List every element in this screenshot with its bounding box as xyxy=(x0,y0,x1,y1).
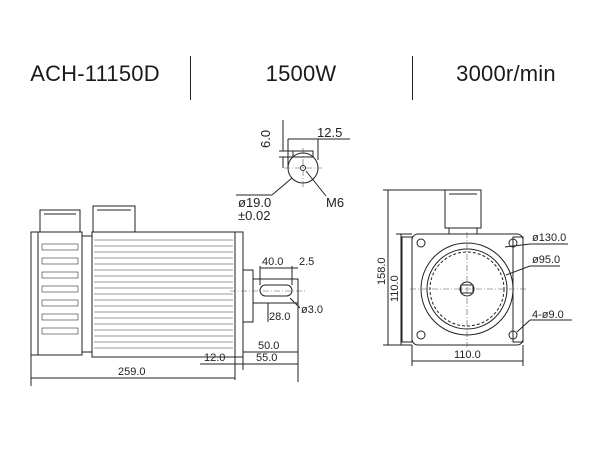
encoder-connector xyxy=(39,209,81,233)
spigot xyxy=(242,269,254,323)
square-flange xyxy=(411,233,524,346)
dim-shaft-length: 50.0 xyxy=(258,340,279,352)
dim-extension: 55.0 xyxy=(256,352,277,364)
rear-cover-slots xyxy=(41,243,79,335)
header-divider xyxy=(412,56,413,100)
model-label: ACH-11150D xyxy=(30,61,160,86)
dim-holes: 4-ø9.0 xyxy=(532,309,564,321)
header-divider xyxy=(190,56,191,100)
spec-header-row: ACH-11150D 1500W 3000r/min xyxy=(0,48,600,100)
dim-key-offset: 2.5 xyxy=(299,256,314,268)
dim-shaft-tolerance: ±0.02 xyxy=(238,208,270,223)
dim-flange-vertical: 110.0 xyxy=(389,275,401,302)
cooling-fins xyxy=(94,239,233,349)
front-flange xyxy=(234,231,244,358)
flange-ear xyxy=(401,236,413,343)
dim-pilot: ø95.0 xyxy=(532,254,560,266)
front-view-connector xyxy=(444,189,482,229)
motor-front-view: ø130.0 ø95.0 4-ø9.0 158.0 110.0 110.0 xyxy=(376,189,572,366)
dim-key-position: 28.0 xyxy=(269,311,290,323)
dim-key-width: 12.5 xyxy=(317,125,342,140)
dim-shaft-diameter: ø19.0 xyxy=(238,195,271,210)
power-label: 1500W xyxy=(265,61,337,86)
speed-label: 3000r/min xyxy=(456,61,556,86)
dim-key-height: 6.0 xyxy=(258,130,273,148)
dim-small-hole: ø3.0 xyxy=(301,304,323,316)
rear-end-cap xyxy=(81,235,93,353)
rear-cover xyxy=(30,231,83,356)
keyway-slot xyxy=(259,284,293,297)
shaft-end-detail: 6.0 12.5 ø19.0 ±0.02 M6 xyxy=(236,120,350,223)
motor-body xyxy=(91,231,236,358)
motor-side-view: 40.0 2.5 28.0 ø3.0 50.0 12.0 55.0 259.0 xyxy=(30,205,323,386)
dim-thread: M6 xyxy=(326,195,344,210)
dim-total-length: 259.0 xyxy=(118,366,146,378)
dim-spigot: 12.0 xyxy=(204,352,225,364)
dim-pcd: ø130.0 xyxy=(532,232,566,244)
dim-key-length: 40.0 xyxy=(262,256,283,268)
dim-flange-horizontal: 110.0 xyxy=(454,349,481,361)
dim-height: 158.0 xyxy=(376,257,388,285)
mounting-holes xyxy=(416,238,518,340)
